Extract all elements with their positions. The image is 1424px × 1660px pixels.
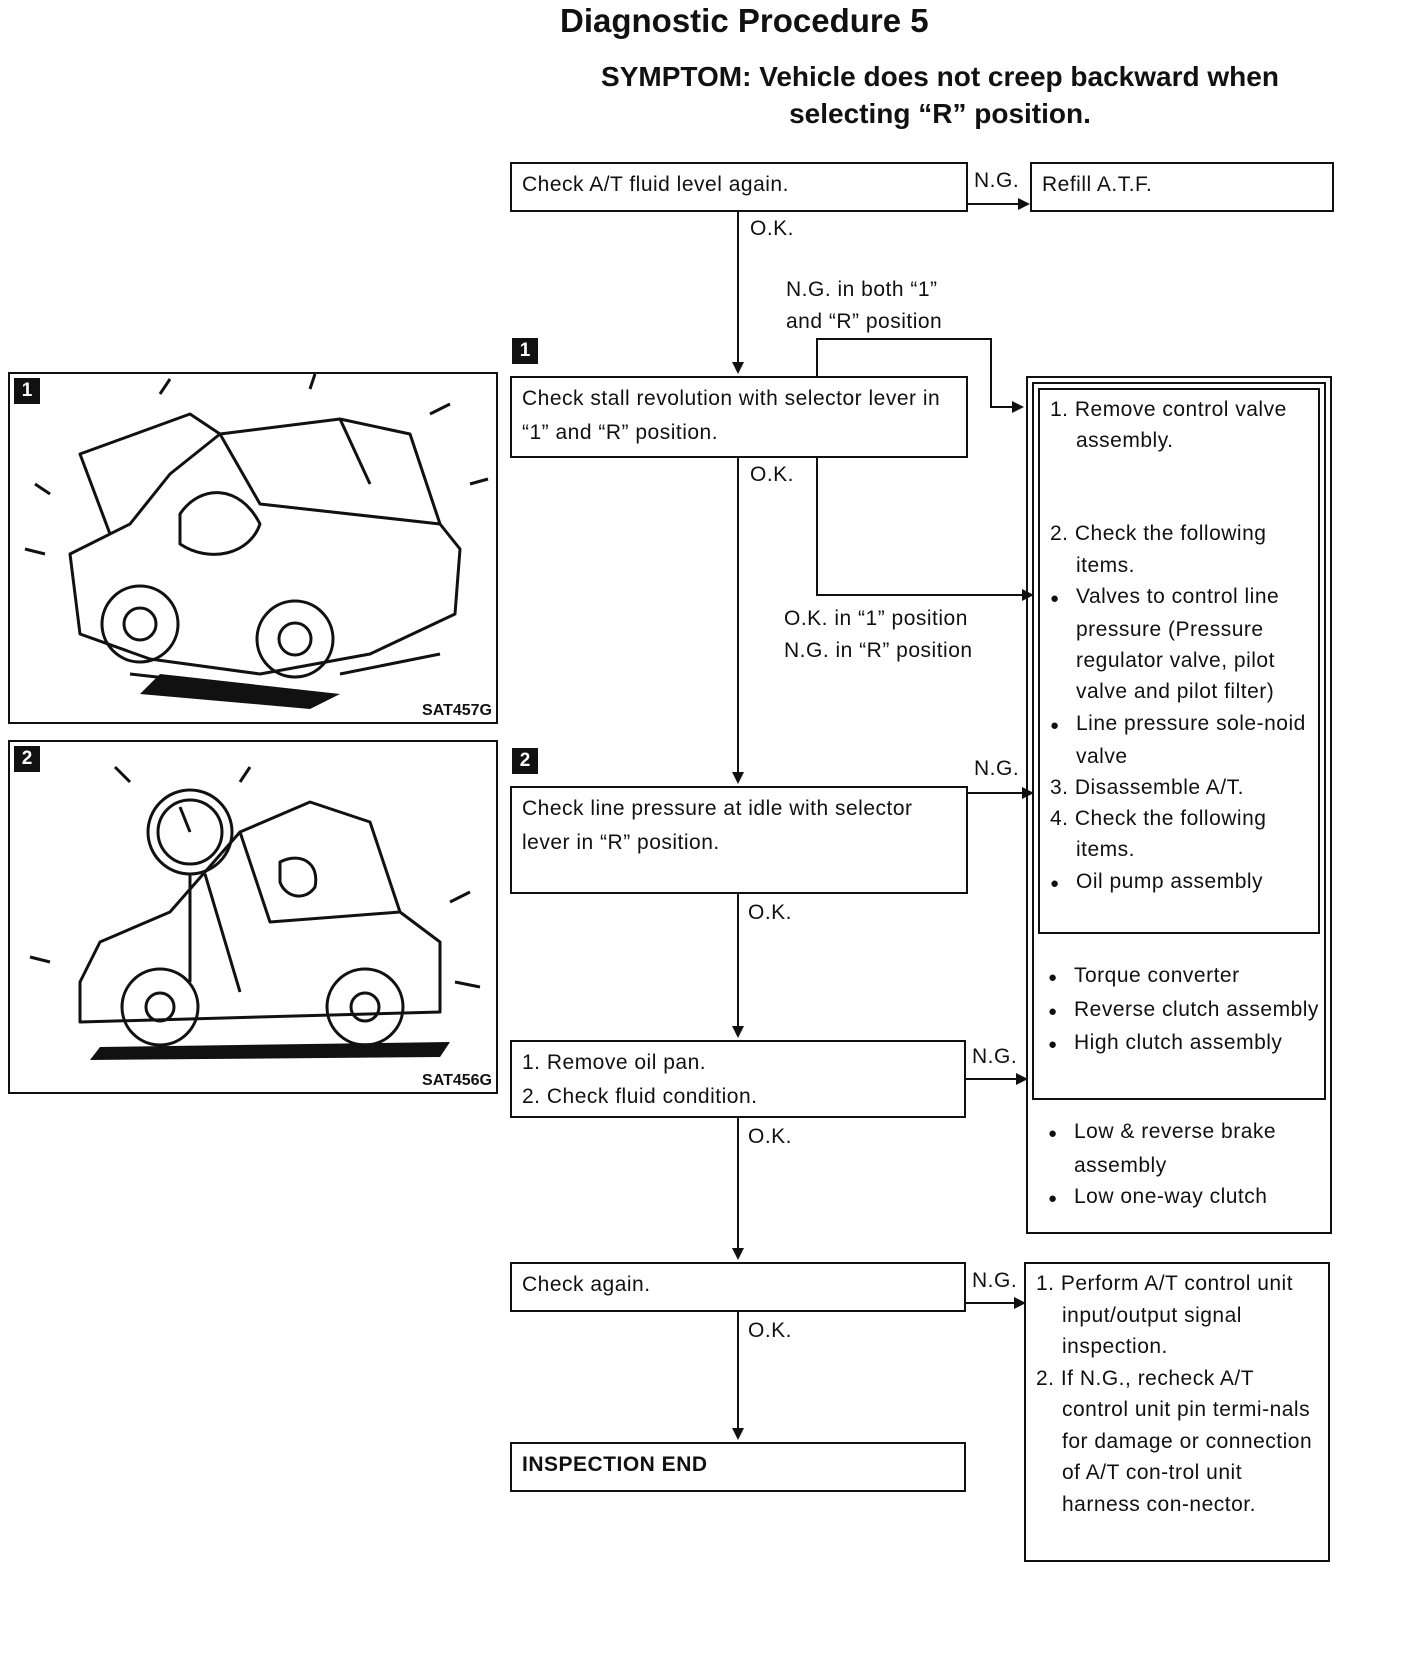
figure-code-1: SAT457G xyxy=(422,702,492,719)
step-inspection-end: INSPECTION END xyxy=(510,1442,966,1492)
arrow-down xyxy=(732,362,744,374)
connector-line xyxy=(737,1312,739,1428)
page-title: Diagnostic Procedure 5 xyxy=(560,2,929,39)
remedy-outer-list: Low & reverse brake assembly Low one-way… xyxy=(1048,1116,1324,1215)
remedy-bullet: Low & reverse brake assembly xyxy=(1048,1116,1324,1181)
connector-line xyxy=(816,594,1024,596)
arrow-down xyxy=(732,1248,744,1260)
final-item: 2. If N.G., recheck A/T control unit pin… xyxy=(1036,1366,1313,1516)
label-ok: O.K. xyxy=(748,901,793,924)
step-badge-1: 1 xyxy=(512,338,538,364)
symptom-text: SYMPTOM: Vehicle does not creep backward… xyxy=(601,61,1279,129)
arrow-down xyxy=(732,1026,744,1038)
oil-pan-item: 1. Remove oil pan. xyxy=(522,1051,707,1074)
figure-line-pressure-test: 2 SAT456G xyxy=(8,740,498,1094)
label-ok: O.K. xyxy=(750,217,795,240)
label-ng: N.G. xyxy=(974,757,1020,780)
step-stall-revolution: Check stall revolution with selector lev… xyxy=(510,376,968,458)
car-pressure-gauge-illustration xyxy=(29,765,481,1060)
step-check-again: Check again. xyxy=(510,1262,966,1312)
remedy-inner-box: 1. Remove control valve assembly. 2. Che… xyxy=(1038,388,1320,934)
remedy-bullet: Reverse clutch assembly xyxy=(1048,994,1324,1028)
connector-line xyxy=(968,792,1024,794)
arrow-right xyxy=(1018,198,1030,210)
step-badge-2: 2 xyxy=(512,748,538,774)
step-refill-atf: Refill A.T.F. xyxy=(1030,162,1334,212)
arrow-down xyxy=(732,772,744,784)
remedy-bullet: Line pressure sole-noid valve xyxy=(1050,708,1310,772)
connector-line xyxy=(737,458,739,772)
remedy-item: 3. Disassemble A/T. xyxy=(1050,776,1244,800)
connector-line xyxy=(990,406,1012,408)
connector-line xyxy=(968,203,1018,205)
connector-line xyxy=(737,1118,739,1248)
connector-line xyxy=(990,338,992,408)
connector-line xyxy=(966,1078,1016,1080)
car-stall-test-illustration xyxy=(24,373,489,709)
arrow-right xyxy=(1014,1297,1026,1309)
arrow-right xyxy=(1016,1073,1028,1085)
final-remedy-box: 1. Perform A/T control unit input/output… xyxy=(1024,1262,1330,1562)
step-line-pressure: Check line pressure at idle with selecto… xyxy=(510,786,968,894)
remedy-middle-box xyxy=(1032,382,1326,1100)
step-oil-pan: 1. Remove oil pan. 2. Check fluid condit… xyxy=(510,1040,966,1118)
remedy-bullet: Valves to control line pressure (Pressur… xyxy=(1050,581,1310,708)
label-ng: N.G. xyxy=(974,169,1020,192)
label-ok: O.K. xyxy=(750,463,795,486)
remedy-bullet: High clutch assembly xyxy=(1048,1027,1324,1061)
remedy-bullet: Oil pump assembly xyxy=(1050,866,1310,899)
label-ng: N.G. xyxy=(972,1045,1018,1068)
connector-line xyxy=(737,894,739,1026)
arrow-right xyxy=(1012,401,1024,413)
final-item: 1. Perform A/T control unit input/output… xyxy=(1036,1272,1294,1358)
label-ng: N.G. xyxy=(972,1269,1018,1292)
connector-line xyxy=(737,212,739,362)
figure-badge-1: 1 xyxy=(14,378,40,404)
oil-pan-item: 2. Check fluid condition. xyxy=(522,1085,758,1108)
arrow-down xyxy=(732,1428,744,1440)
remedy-outer-box xyxy=(1026,376,1332,1234)
remedy-middle-list: Torque converter Reverse clutch assembly… xyxy=(1048,960,1324,1061)
connector-line xyxy=(816,458,818,596)
connector-line xyxy=(966,1302,1014,1304)
remedy-bullet: Torque converter xyxy=(1048,960,1324,994)
label-ng-both: and “R” position xyxy=(786,310,943,333)
label-ok: O.K. xyxy=(748,1125,793,1148)
connector-line xyxy=(816,338,992,340)
label-ok-1-ng-r: N.G. in “R” position xyxy=(784,639,973,662)
label-ok: O.K. xyxy=(748,1319,793,1342)
label-ng-both: N.G. in both “1” xyxy=(786,278,938,301)
remedy-item: 4. Check the following items. xyxy=(1050,807,1267,862)
remedy-item: 1. Remove control valve assembly. xyxy=(1050,398,1287,453)
connector-line xyxy=(816,338,818,376)
step-check-fluid: Check A/T fluid level again. xyxy=(510,162,968,212)
remedy-bullet: Low one-way clutch xyxy=(1048,1181,1324,1215)
arrow-right xyxy=(1022,787,1034,799)
figure-code-2: SAT456G xyxy=(422,1072,492,1089)
figure-stall-test: 1 SAT457G xyxy=(8,372,498,724)
figure-badge-2: 2 xyxy=(14,746,40,772)
arrow-right xyxy=(1022,589,1034,601)
label-ok-1-ng-r: O.K. in “1” position xyxy=(784,607,968,630)
remedy-item: 2. Check the following items. xyxy=(1050,522,1267,577)
